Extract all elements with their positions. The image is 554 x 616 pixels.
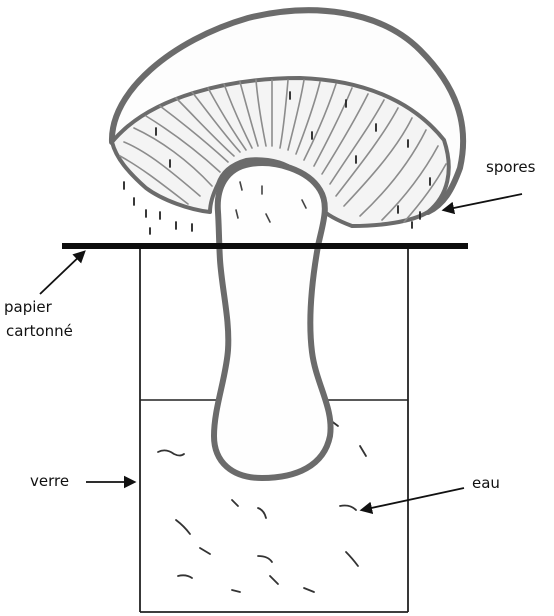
- ripple: [178, 575, 192, 578]
- label-eau: eau: [472, 474, 500, 493]
- ripple: [360, 446, 366, 456]
- label-verre: verre: [30, 472, 69, 491]
- spores-arrow: [444, 194, 522, 210]
- ripple: [258, 556, 272, 562]
- label-spores: spores: [486, 158, 535, 177]
- label-cartonne: cartonné: [6, 322, 73, 341]
- ripple: [346, 552, 358, 566]
- eau-arrow: [362, 488, 464, 510]
- ripple: [200, 548, 210, 554]
- ripple: [270, 576, 278, 584]
- mushroom-stem: [214, 163, 331, 478]
- ripple: [258, 508, 266, 518]
- papier-arrow: [40, 252, 84, 294]
- ripple: [340, 506, 356, 511]
- ripple: [304, 588, 314, 592]
- ripple: [158, 450, 184, 455]
- ripple: [176, 520, 190, 534]
- ripple: [232, 590, 240, 592]
- ripple: [232, 500, 238, 506]
- label-papier: papier: [4, 298, 52, 317]
